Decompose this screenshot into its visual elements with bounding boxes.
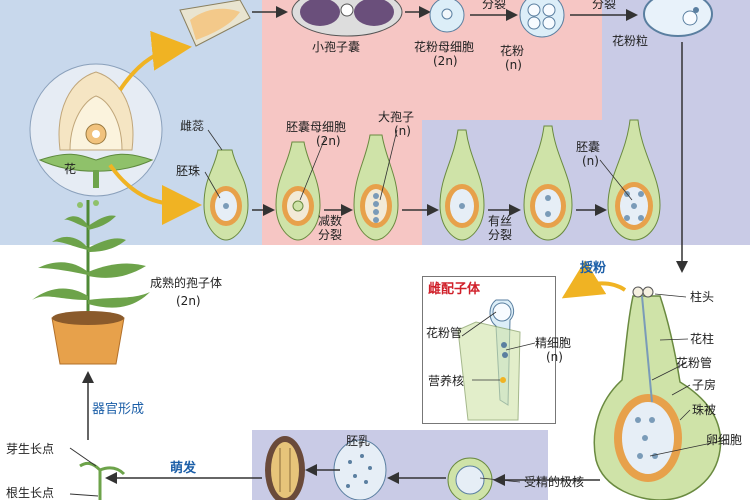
label-flower: 花: [64, 162, 77, 176]
mature-sporophyte-plant-icon: [32, 200, 150, 365]
label-embryo-sac: 胚囊: [576, 140, 601, 154]
label-root-growth-point: 根生长点: [6, 486, 55, 500]
label-endosperm: 胚乳: [346, 434, 371, 448]
anther-slice-icon: [179, 0, 251, 47]
label-pollen-mother-cell: 花粉母细胞: [414, 40, 475, 54]
seedling-icon: [79, 461, 126, 500]
label-germination: 萌发: [170, 461, 197, 476]
label-pollen-grain: 花粉粒: [612, 34, 649, 48]
label-microsporangium: 小孢子囊: [312, 40, 361, 54]
label-mature-sporophyte-ploidy: (2n): [176, 294, 201, 308]
label-pistil: 雌蕊: [180, 119, 205, 133]
pollen-mother-cell-icon: [429, 0, 465, 33]
ovule-stage-6-embryo-sac: [607, 119, 661, 241]
pollen-grain-icon: [643, 0, 713, 37]
ovule-stage-2: [275, 141, 321, 241]
arrow-flower-to-anther: [118, 30, 192, 92]
label-stigma: 柱头: [690, 290, 715, 304]
label-integument: 珠被: [692, 403, 717, 417]
endosperm-icon: [333, 439, 387, 500]
label-meiosis: 减数分裂: [318, 214, 343, 242]
ovule-stage-5: [523, 125, 573, 241]
label-pollen-small-ploidy: (n): [505, 58, 522, 72]
label-ovule: 胚珠: [176, 164, 201, 178]
label-pollen-tube-inset: 花粉管: [426, 326, 463, 340]
label-pollen-mother-cell-ploidy: (2n): [433, 54, 458, 68]
pistil-icon: [593, 286, 722, 500]
label-embryo-sac-ploidy: (n): [582, 154, 599, 168]
label-sperm-cell: 精细胞: [535, 336, 572, 350]
label-bud-growth-point: 芽生长点: [6, 442, 55, 456]
leader-bud-point: [69, 447, 97, 467]
label-megaspore: 大孢子: [378, 110, 415, 124]
label-fertilized-polar-nuclei: 受精的极核: [524, 475, 585, 489]
label-pollination: 授粉: [580, 261, 607, 276]
label-division-1: 分裂: [482, 0, 507, 11]
arrow-flower-to-ovule: [108, 163, 202, 225]
flower-icon: [29, 63, 163, 197]
label-embryo-sac-mother-cell: 胚囊母细胞: [286, 120, 347, 134]
pollen-tube-inset-icon: [457, 299, 521, 421]
label-vegetative-nucleus: 营养核: [428, 374, 465, 388]
label-egg-cell: 卵细胞: [706, 433, 743, 447]
label-embryo-sac-mother-cell-ploidy: (2n): [316, 134, 341, 148]
ovule-stage-4: [439, 129, 485, 241]
label-style: 花柱: [690, 332, 715, 346]
label-female-gametophyte: 雌配子体: [428, 282, 481, 297]
label-mitosis: 有丝分裂: [488, 214, 513, 242]
label-megaspore-ploidy: (n): [394, 124, 411, 138]
arrow-pollination: [561, 260, 627, 299]
fertilized-ovule-icon: [447, 457, 493, 500]
label-organ-formation: 器官形成: [92, 402, 145, 417]
label-pollen-tube: 花粉管: [676, 356, 713, 370]
label-division-2: 分裂: [592, 0, 617, 11]
seed-embryo-icon: [265, 436, 305, 500]
leader-root-point: [69, 493, 99, 497]
ovule-stage-3: [353, 134, 399, 241]
ovule-stage-1: [203, 149, 249, 241]
tetrad-icon: [519, 0, 565, 38]
label-sperm-cell-ploidy: (n): [546, 350, 563, 364]
microsporangium-icon: [291, 0, 403, 37]
label-mature-sporophyte: 成熟的孢子体: [150, 276, 223, 290]
label-ovary: 子房: [692, 378, 717, 392]
label-pollen-small: 花粉: [500, 44, 525, 58]
